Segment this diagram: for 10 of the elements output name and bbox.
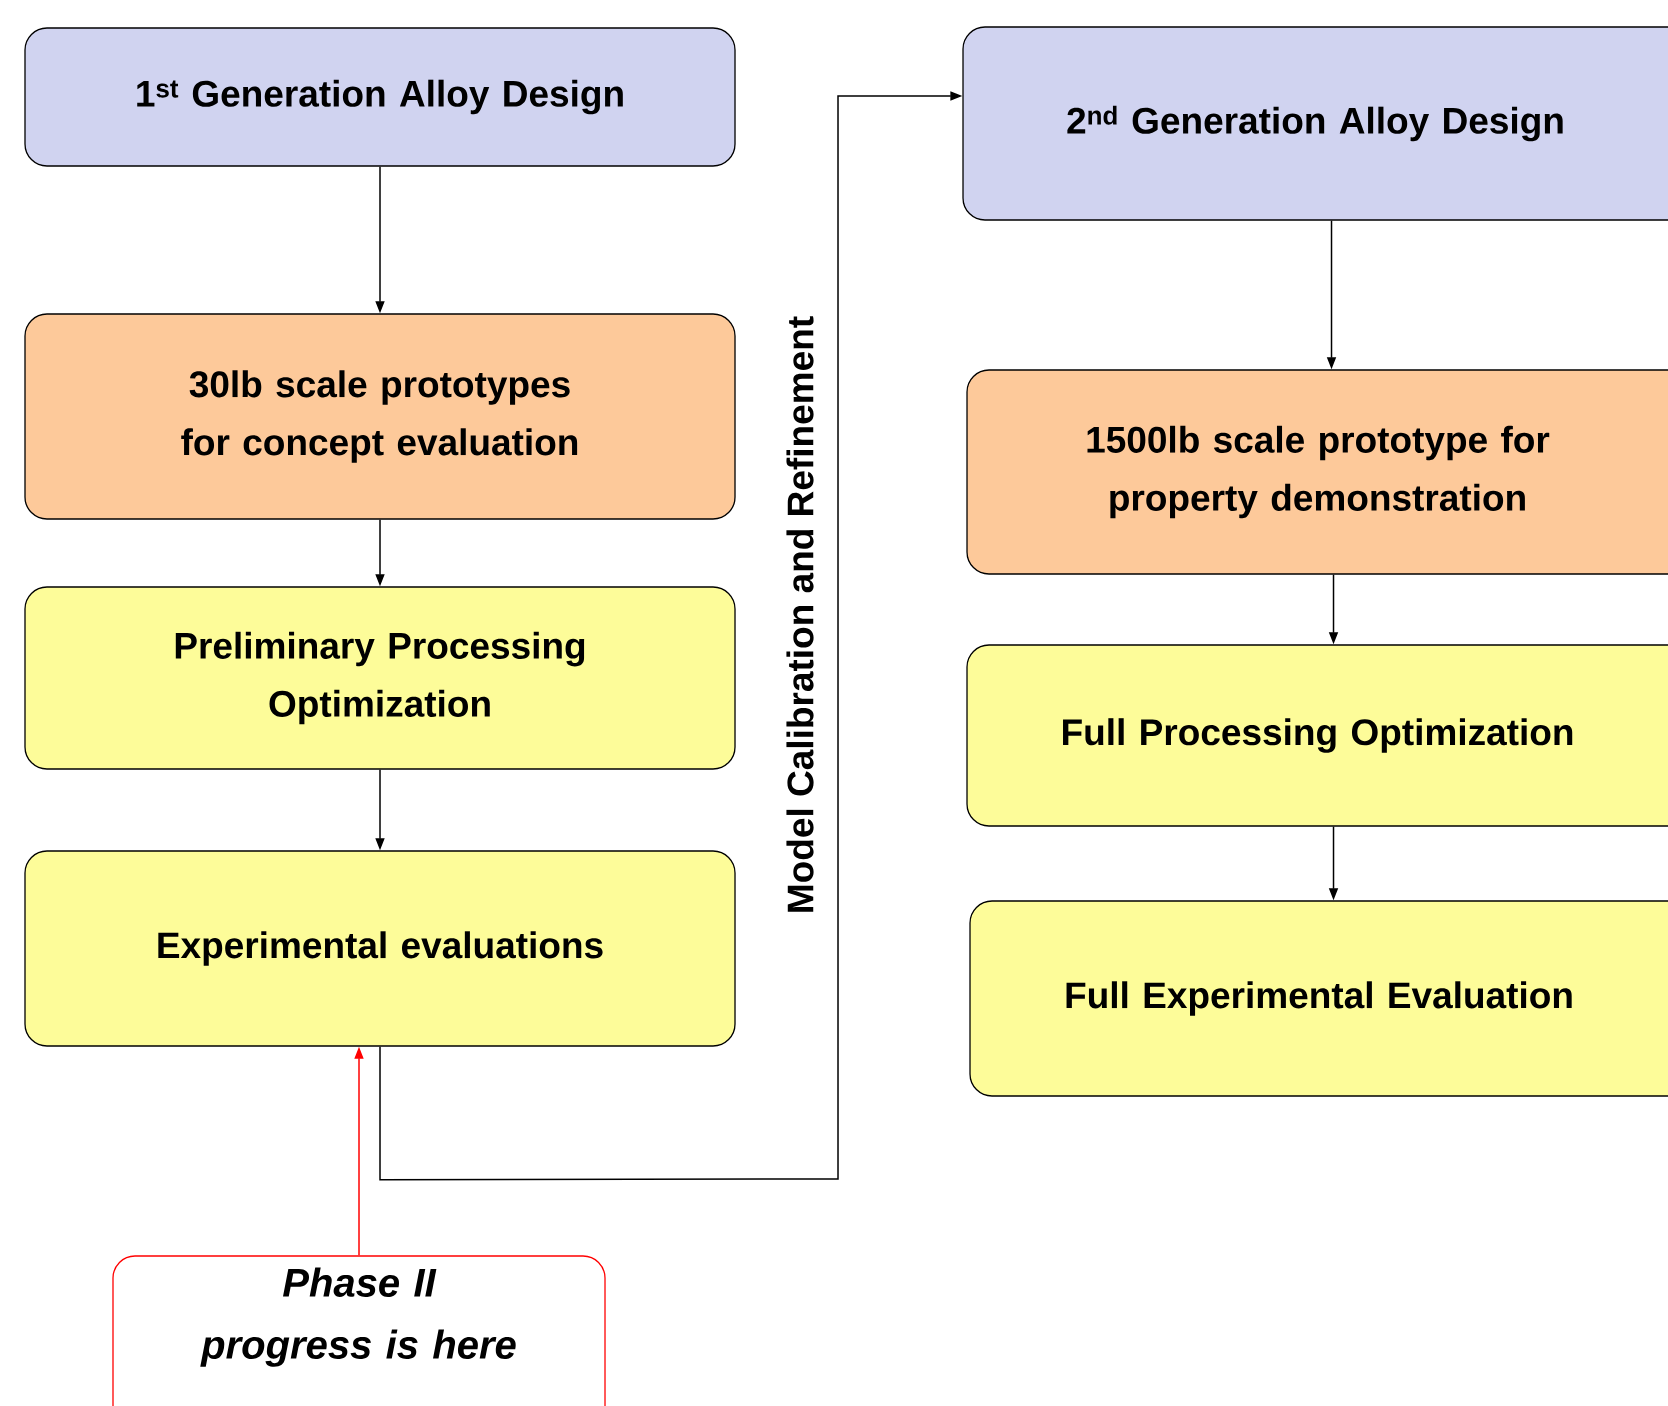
process-box: 30lb scale prototypes for concept evaluation [24, 313, 736, 520]
process-box: 1500lb scale prototype for property demonstration [966, 369, 1668, 575]
process-box: Preliminary Processing Optimization [24, 586, 736, 770]
process-box: Full Experimental Evaluation [969, 900, 1668, 1097]
edge-label: Model Calibration and Refinement [784, 313, 816, 917]
process-box: 2$^{nd}$ Generation Alloy Design [962, 26, 1668, 221]
process-box: Experimental evaluations [24, 850, 736, 1047]
process-box: 1$^{st}$ Generation Alloy Design [24, 27, 736, 167]
process-box: Full Processing Optimization [966, 644, 1668, 827]
note-box: Phase II progress is here [112, 1255, 606, 1406]
